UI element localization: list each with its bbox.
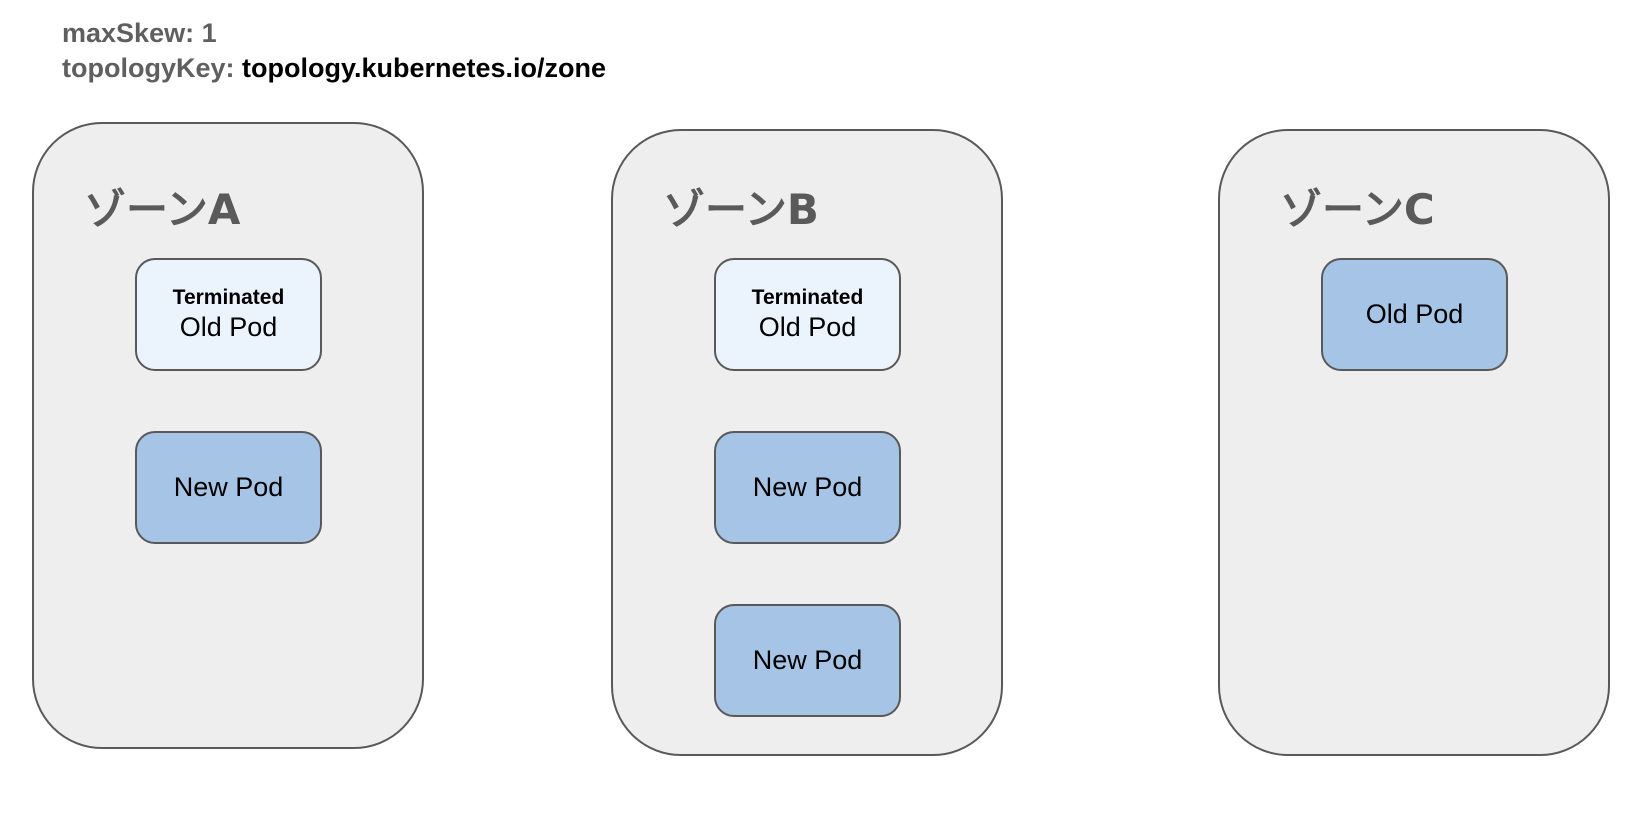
topology-key-value: topology.kubernetes.io/zone [242,53,607,83]
zone-a-new-pod: New Pod [135,431,322,544]
zone-b-new-pod-1: New Pod [714,431,901,544]
topology-key-label: topologyKey: [62,53,235,83]
zone-a: ゾーンA Terminated Old Pod New Pod [32,122,424,749]
pod-label: New Pod [752,472,863,502]
zone-c: ゾーンC Old Pod [1218,129,1610,756]
max-skew-text: maxSkew: 1 [62,18,217,48]
pod-status: Terminated [751,286,864,309]
pod-label: Old Pod [1365,299,1464,329]
zone-a-title: ゾーンA [84,185,241,234]
pod-label: New Pod [173,472,284,502]
pod-label: Old Pod [758,312,857,342]
zone-b-old-pod-terminated: Terminated Old Pod [714,258,901,371]
pod-label: New Pod [752,645,863,675]
zone-c-old-pod: Old Pod [1321,258,1508,371]
zone-a-old-pod-terminated: Terminated Old Pod [135,258,322,371]
zone-c-title: ゾーンC [1280,185,1435,234]
zone-b-new-pod-2: New Pod [714,604,901,717]
topology-spread-header: maxSkew: 1 topologyKey: topology.kuberne… [62,16,606,86]
pod-status: Terminated [172,286,285,309]
zone-b-title: ゾーンB [663,185,819,234]
zone-b: ゾーンB Terminated Old Pod New Pod New Pod [611,129,1003,756]
pod-label: Old Pod [179,312,278,342]
topology-key-line: topologyKey: topology.kubernetes.io/zone [62,51,606,86]
